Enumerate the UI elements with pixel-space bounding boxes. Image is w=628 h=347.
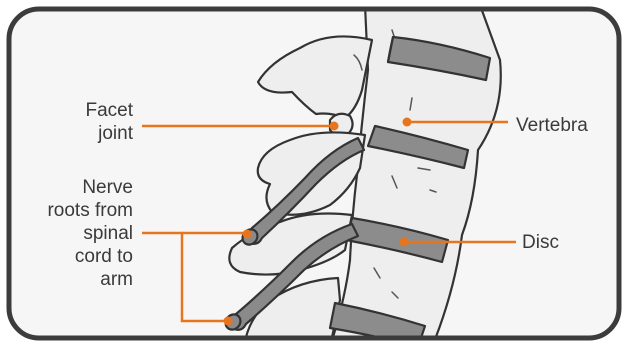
vertebra-label: Vertebra: [516, 114, 588, 137]
nerve-roots-label-line: spinal: [33, 222, 133, 245]
dot-disc: [400, 238, 409, 247]
disc-label: Disc: [522, 231, 559, 254]
dot-facet-joint: [330, 122, 339, 131]
dot-vertebra: [403, 118, 412, 127]
facet-joint-label-line: Facet: [33, 99, 133, 122]
nerve-roots-label-line: Nerve: [33, 176, 133, 199]
nerve-roots-label-line: cord to: [33, 245, 133, 268]
facet-joint-label: Facet joint: [33, 99, 133, 145]
facet-joint-label-line: joint: [33, 122, 133, 145]
nerve-roots-label-line: roots from: [33, 199, 133, 222]
dot-nerve-lower: [224, 317, 233, 326]
nerve-roots-label-line: arm: [33, 268, 133, 291]
nerve-roots-label: Nerve roots from spinal cord to arm: [33, 176, 133, 291]
dot-nerve-upper: [243, 230, 252, 239]
